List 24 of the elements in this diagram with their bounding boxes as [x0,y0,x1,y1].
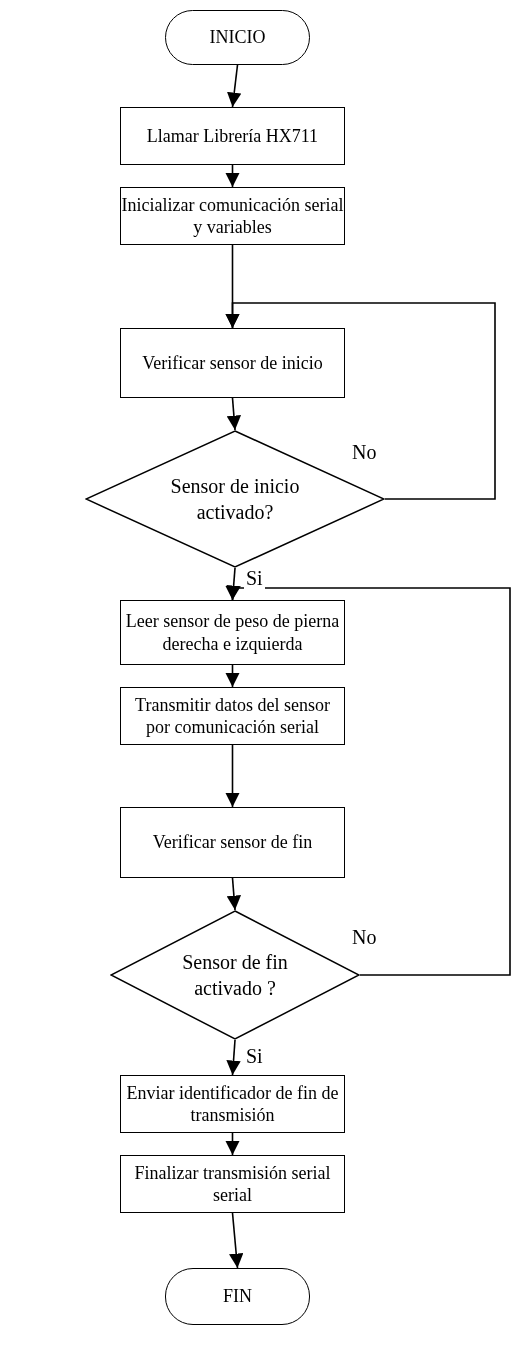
arrow [226,877,242,911]
arrow [227,64,242,108]
arrow [225,1132,240,1156]
process-box: Finalizar transmisión serial serial [120,1155,345,1213]
process-box: Enviar identificador de fin de transmisión [120,1075,345,1133]
arrow [225,302,496,500]
process-box: Llamar Librería HX711 [120,107,345,165]
node-label: Sensor de inicio activado? [169,474,301,525]
process-box: Verificar sensor de fin [120,807,345,878]
process-box: Transmitir datos del sensor por comunicación serial [120,687,345,745]
process-box: Verificar sensor de inicio [120,328,345,398]
arrow [229,1212,244,1269]
arrow [225,664,240,688]
arrow [225,164,240,188]
terminal-box: INICIO [165,10,310,65]
arrow [225,744,240,808]
arrow [226,1039,241,1076]
process-box: Leer sensor de peso de pierna derecha e izquierda [120,600,345,665]
arrow [225,585,511,976]
terminal-box: FIN [165,1268,310,1325]
decision-diamond [85,430,385,568]
node-label: Sensor de fin activado ? [181,950,289,1001]
process-box: Inicializar comunicación serial y variables [120,187,345,245]
arrow [226,397,242,431]
